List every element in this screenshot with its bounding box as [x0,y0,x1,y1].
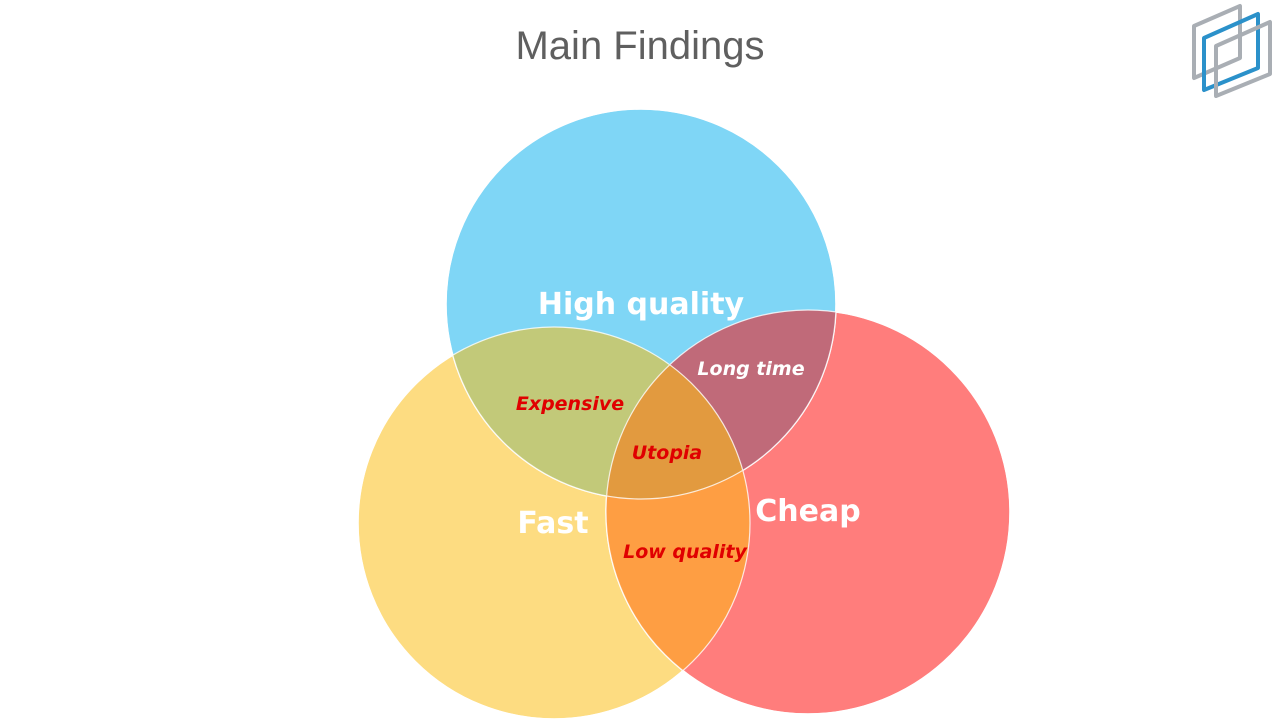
slide-title: Main Findings [515,24,765,68]
label-fast: Fast [517,506,588,541]
label-cheap: Cheap [755,494,860,529]
label-low-quality: Low quality [623,541,748,563]
logo-icon [1192,4,1272,98]
label-expensive: Expensive [516,393,624,415]
overlap-center [606,327,750,499]
label-long-time: Long time [697,358,804,380]
label-high-quality: High quality [538,287,745,322]
label-utopia: Utopia [632,442,703,464]
